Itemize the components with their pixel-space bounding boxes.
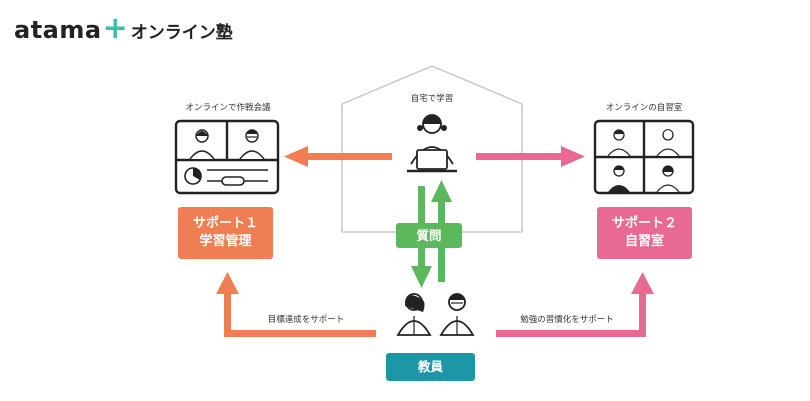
support1-subtitle: 学習管理	[199, 234, 252, 249]
teacher-label: 教員	[417, 359, 443, 374]
teacher-box: 教員	[386, 353, 475, 381]
label-self-study-room: オンラインの自習室	[605, 103, 683, 113]
self-study-monitor-icon	[593, 119, 695, 195]
arrow-teacher-to-support1	[216, 272, 376, 337]
label-habit-support: 勉強の習慣化をサポート	[520, 315, 614, 325]
teacher-left-icon	[396, 293, 432, 336]
question-label: 質問	[416, 227, 442, 243]
arrow-home-to-support1	[284, 146, 392, 167]
student-laptop-icon	[407, 114, 457, 173]
question-box: 質問	[396, 223, 462, 248]
logo: atama + オンライン塾	[14, 11, 233, 50]
support1-box: サポート１ 学習管理	[178, 207, 273, 259]
arrow-teacher-to-support2	[496, 272, 654, 337]
label-strategy-meeting: オンラインで作戦会議	[185, 103, 271, 113]
teacher-right-icon	[439, 293, 475, 336]
logo-wordmark: atama	[14, 16, 102, 44]
support2-box: サポート２ 自習室	[597, 207, 692, 259]
support2-subtitle: 自習室	[624, 234, 664, 249]
label-goal-support: 目標達成をサポート	[267, 315, 345, 325]
label-home-study: 自宅で学習	[410, 94, 454, 104]
meeting-monitor-icon	[174, 119, 280, 195]
logo-plus-icon: +	[102, 11, 128, 46]
support1-title: サポート１	[192, 216, 258, 231]
support2-title: サポート２	[611, 216, 677, 231]
house-outline	[341, 65, 523, 232]
logo-subtitle: オンライン塾	[130, 23, 233, 43]
arrow-home-to-support2	[476, 146, 585, 167]
